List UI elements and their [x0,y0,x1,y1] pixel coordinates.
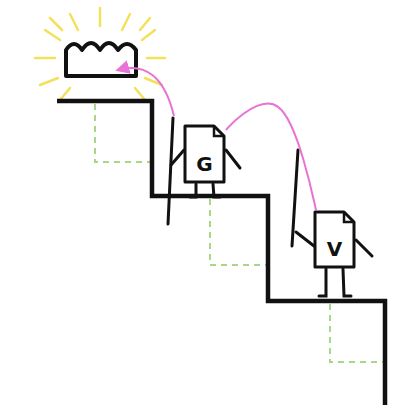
staircase [57,101,385,405]
step-guides [95,104,383,362]
crown-rays [35,8,165,100]
vault-arc [118,68,174,116]
document-figure: G [183,124,226,184]
document-figure: V [313,210,356,269]
crown [66,43,136,76]
document-letter: V [327,239,342,269]
v-figure [292,150,372,296]
document-fold [344,212,354,222]
vault-arc [226,104,316,210]
document-letter: G [196,154,212,184]
document-fold [214,126,224,136]
g-figure [168,118,240,224]
